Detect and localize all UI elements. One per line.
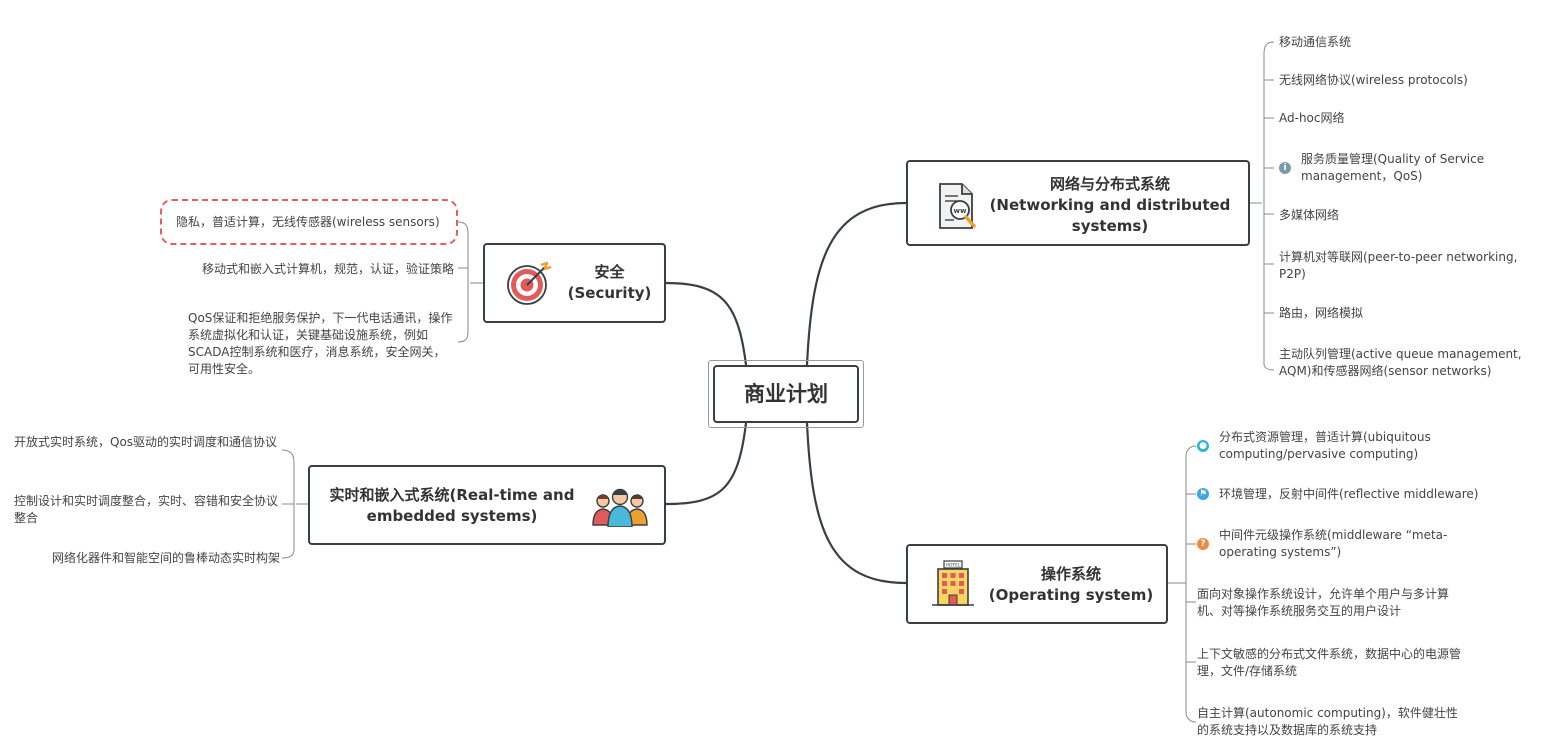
network-item-5[interactable]: 多媒体网络	[1279, 208, 1340, 222]
web-document-icon: ww	[936, 182, 982, 236]
realtime-item-1[interactable]: 开放式实时系统，Qos驱动的实时调度和通信协议	[14, 435, 278, 449]
root-node-frame	[708, 360, 864, 428]
root-title: 商业计划	[744, 381, 828, 406]
root-node[interactable]: 商业计划	[713, 365, 859, 423]
flag-icon: ⚑	[1197, 488, 1209, 500]
network-item-7[interactable]: 路由，网络模拟	[1279, 306, 1364, 320]
security-item-1[interactable]: 隐私，普适计算，无线传感器(wireless sensors)	[176, 215, 440, 229]
security-item-3[interactable]: QoS保证和拒绝服务保护，下一代电话通讯，操作系统虚拟化和认证，关键基础设施系统…	[188, 311, 453, 376]
network-title-en1: (Networking and distributed	[989, 196, 1231, 214]
realtime-title-2: embedded systems)	[366, 507, 538, 525]
branch-security[interactable]: 安全 (Security)	[483, 243, 666, 323]
os-item-5[interactable]: 上下文敏感的分布式文件系统，数据中心的电源管理，文件/存储系统	[1197, 647, 1462, 678]
security-title-en: (Security)	[567, 284, 652, 302]
network-title-cn: 网络与分布式系统	[1049, 175, 1170, 193]
os-item-3[interactable]: 中间件元级操作系统(middleware “meta-operating sys…	[1219, 528, 1448, 559]
security-item-2[interactable]: 移动式和嵌入式计算机，规范，认证，验证策略	[201, 262, 454, 276]
highlight-dashed-box	[160, 199, 458, 245]
network-title-en2: systems)	[1071, 217, 1149, 235]
team-people-icon	[591, 485, 651, 531]
branch-realtime[interactable]: 实时和嵌入式系统(Real-time and embedded systems)	[308, 465, 666, 545]
network-item-2[interactable]: 无线网络协议(wireless protocols)	[1279, 73, 1468, 87]
network-item-1[interactable]: 移动通信系统	[1279, 35, 1352, 49]
os-item-6[interactable]: 自主计算(autonomic computing)，软件健壮性的系统支持以及数据…	[1197, 706, 1458, 737]
realtime-title-1: 实时和嵌入式系统(Real-time and	[329, 486, 575, 504]
network-item-3[interactable]: Ad-hoc网络	[1279, 111, 1345, 125]
network-item-6[interactable]: 计算机对等联网(peer-to-peer networking, P2P)	[1279, 250, 1518, 281]
os-item-1[interactable]: 分布式资源管理，普适计算(ubiquitous computing/pervas…	[1219, 430, 1431, 461]
branch-os[interactable]: HOTEL 操作系统 (Operating system)	[906, 544, 1168, 624]
target-icon	[507, 261, 553, 309]
question-icon: ?	[1197, 538, 1209, 550]
os-item-2[interactable]: 环境管理，反射中间件(reflective middleware)	[1219, 487, 1479, 501]
os-title-cn: 操作系统	[1040, 565, 1101, 583]
realtime-item-2[interactable]: 控制设计和实时调度整合，实时、容错和安全协议整合	[14, 494, 279, 525]
branch-network[interactable]: ww 网络与分布式系统 (Networking and distributed …	[906, 160, 1250, 246]
network-item-8[interactable]: 主动队列管理(active queue management, AQM)和传感器…	[1279, 347, 1522, 378]
svg-text:ww: ww	[954, 207, 967, 215]
security-title-cn: 安全	[594, 263, 625, 281]
info-icon: i	[1279, 162, 1291, 174]
realtime-item-3[interactable]: 网络化器件和智能空间的鲁棒动态实时构架	[51, 551, 280, 565]
hotel-building-icon: HOTEL	[932, 559, 976, 613]
os-item-4[interactable]: 面向对象操作系统设计，允许单个用户与多计算机、对等操作系统服务交互的用户设计	[1197, 587, 1450, 618]
person-icon: ●	[1197, 440, 1209, 452]
os-title-en: (Operating system)	[988, 586, 1154, 604]
hotel-sign-text: HOTEL	[945, 563, 961, 569]
network-item-4[interactable]: 服务质量管理(Quality of Service management，QoS…	[1301, 152, 1485, 183]
